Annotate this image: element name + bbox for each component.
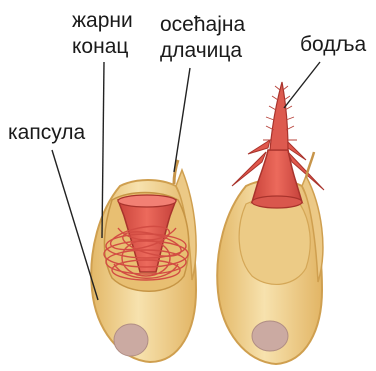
leader-sensory-hair — [174, 68, 190, 172]
label-sensory-hair-line2: длачица — [160, 40, 242, 62]
label-coiled-thread-line2: конац — [72, 36, 128, 58]
right-nucleus — [252, 321, 288, 351]
leader-capsule — [52, 150, 98, 300]
label-coiled-thread-line1: жарни — [72, 10, 133, 32]
left-nucleus — [114, 324, 148, 356]
right-capsule-cavity — [239, 198, 310, 284]
leader-barb — [284, 62, 320, 108]
discharged-cnidocyte — [217, 82, 324, 364]
undischarged-cnidocyte — [91, 160, 196, 362]
label-capsule: капсула — [8, 122, 85, 144]
right-sensory-hair — [306, 152, 314, 178]
label-sensory-hair-line1: осећајна — [160, 14, 245, 36]
label-barb: бодља — [300, 34, 366, 56]
barb — [270, 82, 288, 150]
